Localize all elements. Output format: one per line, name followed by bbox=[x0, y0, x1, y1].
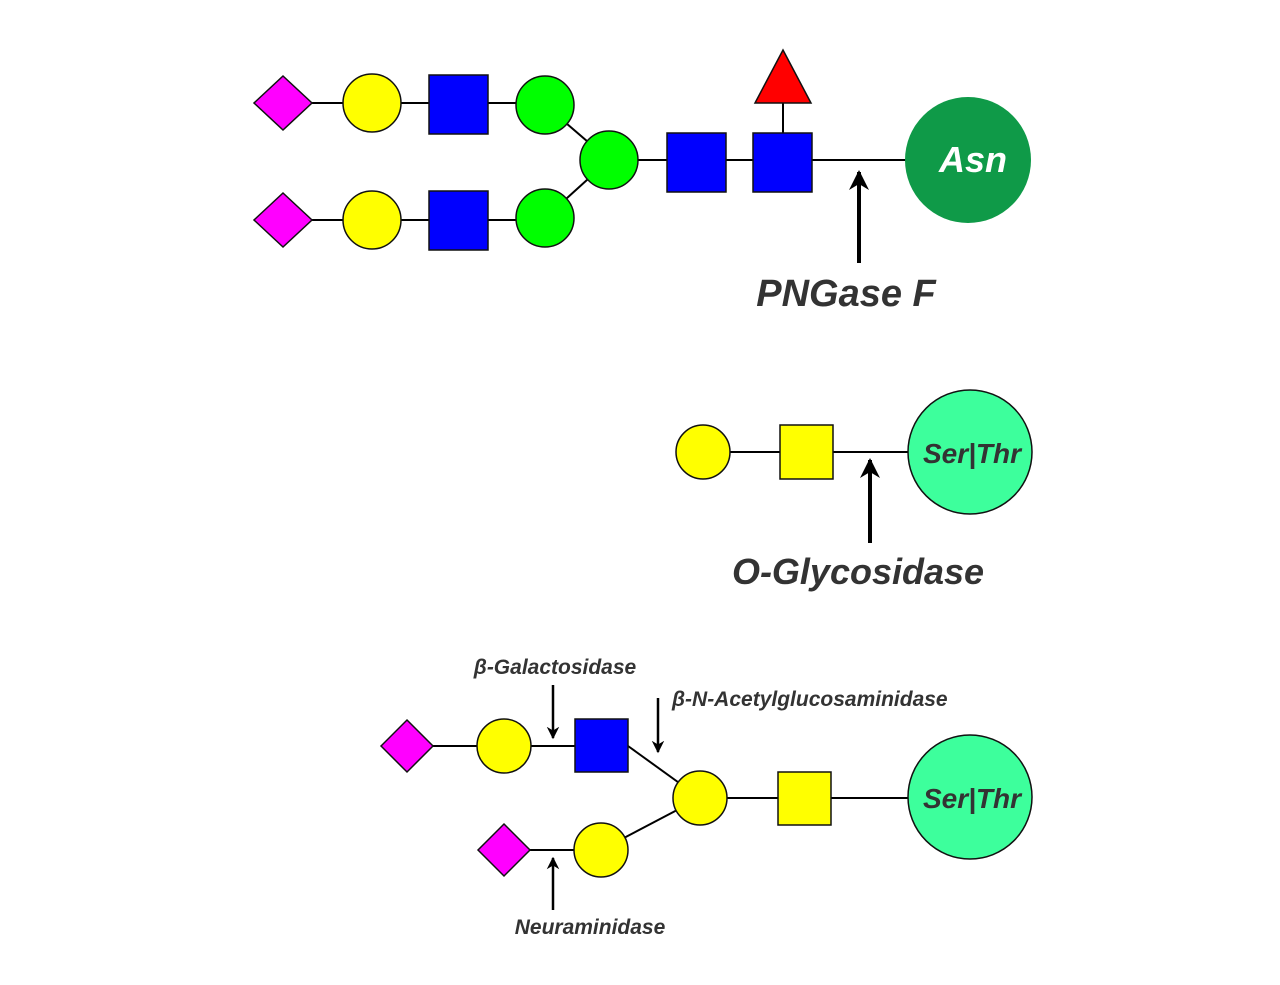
galactose-circle bbox=[342, 190, 402, 250]
asn-residue-circle bbox=[905, 97, 1031, 223]
sialic-acid-diamond bbox=[476, 822, 532, 878]
galactose-circle bbox=[573, 822, 629, 878]
mannose-circle bbox=[515, 75, 575, 135]
galactose-circle bbox=[675, 424, 731, 480]
sialic-acid-diamond bbox=[252, 74, 314, 132]
ser-thr-residue-circle bbox=[907, 734, 1033, 860]
fucose-triangle bbox=[753, 48, 813, 104]
galactose-circle bbox=[476, 718, 532, 774]
ser-thr-label: Ser|Thr bbox=[923, 438, 1023, 469]
pngase-f-label: PNGase F bbox=[756, 273, 937, 315]
neuraminidase-label: Neuraminidase bbox=[515, 916, 666, 939]
mannose-circle bbox=[515, 188, 575, 248]
sialic-acid-diamond bbox=[252, 191, 314, 249]
ser-thr-label: Ser|Thr bbox=[923, 783, 1023, 814]
core-mannose-circle bbox=[579, 130, 639, 190]
core-glcnac-square bbox=[666, 132, 727, 193]
o-glycan-extended: Ser|Thr β-Galactosidase β-N-Acetylglucos… bbox=[379, 656, 1033, 939]
glcnac-square bbox=[428, 74, 489, 135]
o-glycan-core1: Ser|Thr O-Glycosidase bbox=[675, 389, 1033, 592]
glcnac-square bbox=[574, 718, 629, 773]
galnac-square bbox=[777, 771, 832, 826]
sialic-acid-diamond bbox=[379, 718, 435, 774]
galactose-circle bbox=[342, 73, 402, 133]
branch-galnac-circle bbox=[672, 770, 728, 826]
galnac-square bbox=[779, 424, 834, 480]
o-glycosidase-label: O-Glycosidase bbox=[732, 551, 984, 592]
n-glycan: Asn PNGase F bbox=[252, 48, 1031, 315]
core-glcnac-square bbox=[752, 132, 813, 193]
asn-label: Asn bbox=[938, 139, 1007, 180]
ser-thr-residue-circle bbox=[907, 389, 1033, 515]
galactosidase-label: β-Galactosidase bbox=[473, 656, 637, 679]
glcnac-square bbox=[428, 190, 489, 251]
acetylglucosaminidase-label: β-N-Acetylglucosaminidase bbox=[671, 688, 948, 711]
